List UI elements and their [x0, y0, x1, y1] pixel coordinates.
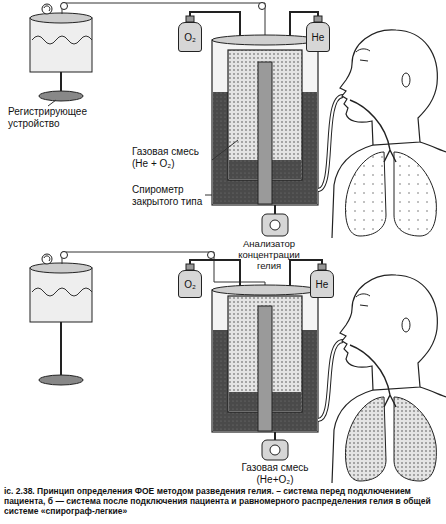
- gas-name: He: [312, 32, 325, 43]
- clock-arrow: [44, 6, 50, 11]
- leader-line: [212, 140, 238, 160]
- leader-line: [48, 100, 56, 106]
- pulley: [208, 252, 215, 259]
- part-label: Газовая смесь (He+O₂): [236, 462, 314, 485]
- tank-lid: [212, 35, 318, 45]
- part-label: Газовая смесь (He + O₂): [132, 146, 210, 169]
- leader-line: [205, 195, 212, 196]
- helium-analyzer: [262, 214, 288, 236]
- breathing-hose: [318, 96, 343, 190]
- part-label: Анализатор концентрации гелия: [232, 239, 306, 272]
- pen-clock: [42, 254, 52, 264]
- patient: [332, 30, 446, 238]
- part-label-text: Анализатор концентрации гелия: [238, 238, 300, 271]
- drum-top: [30, 13, 92, 23]
- spirometer-a: [186, 12, 343, 236]
- breathing-hose: [318, 341, 343, 420]
- analyzer-dial: [270, 220, 280, 230]
- gas-name: O₂: [184, 32, 196, 43]
- analyzer-dial: [270, 445, 280, 455]
- gas-pipe: [274, 205, 276, 214]
- gas-name: O₂: [184, 279, 196, 290]
- recorder-base: [39, 375, 83, 385]
- spirometer-tank: [212, 290, 318, 432]
- part-label: Регистрирующее устройство: [8, 106, 108, 129]
- part-label: Спирометр закрытого типа: [132, 184, 204, 207]
- gas-cylinder: O₂: [178, 270, 202, 298]
- breathing-hose: [318, 96, 343, 190]
- pulley: [61, 252, 68, 259]
- part-label-text: Спирометр закрытого типа: [132, 184, 202, 207]
- pen-clock: [42, 4, 52, 14]
- spirogram-curve: [32, 36, 92, 44]
- part-label-text: Газовая смесь (He+O₂): [242, 462, 309, 485]
- breathing-hose: [318, 341, 343, 420]
- tank-lid: [212, 285, 318, 295]
- helium-analyzer: [262, 440, 288, 460]
- spirometer-b: [186, 260, 343, 460]
- part-label-text: Регистрирующее устройство: [8, 106, 87, 129]
- gas-name: He: [316, 279, 329, 290]
- figure-caption: ic. 2.38. Принцип определения ФОЕ методо…: [4, 487, 442, 516]
- recorder-drum: [30, 268, 92, 322]
- gas-cylinder: He: [310, 270, 334, 298]
- inner-pipe: [258, 306, 272, 431]
- drum-top: [30, 263, 92, 273]
- gas-cylinder: O₂: [178, 22, 202, 52]
- gas-pipe: [274, 432, 276, 440]
- recorder-base: [39, 91, 83, 101]
- clock-arrow: [44, 256, 50, 261]
- inner-pipe: [258, 62, 272, 204]
- recorder-stem: [60, 322, 62, 378]
- gas-cylinder: He: [306, 22, 330, 52]
- part-label-text: Газовая смесь (He + O₂): [132, 146, 199, 169]
- spirometer-tank: [212, 40, 318, 205]
- pulley: [259, 3, 266, 10]
- recorder-drum: [30, 18, 92, 72]
- patient: [332, 275, 446, 483]
- spirogram-curve: [32, 288, 92, 296]
- pulley: [61, 3, 68, 10]
